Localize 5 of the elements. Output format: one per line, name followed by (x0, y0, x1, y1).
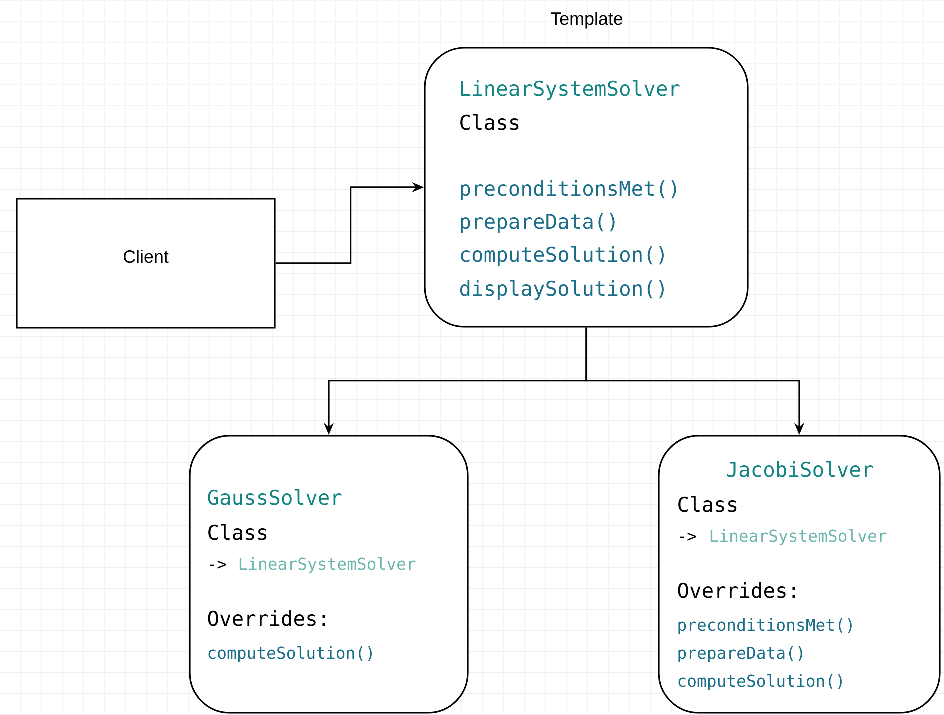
class-box: LinearSystemSolver Class preconditionsMet() prepareData() computeSolution() displaySolution() (424, 47, 749, 328)
box-heading: Template (551, 12, 623, 29)
class-box: GaussSolver Class -> LinearSystemSolver Overrides: computeSolution() (189, 435, 469, 714)
process-box: Client (16, 198, 276, 329)
class-box: JacobiSolver Class -> LinearSystemSolver Overrides: preconditionsMet() prepareData() computeSolution() (658, 435, 941, 714)
